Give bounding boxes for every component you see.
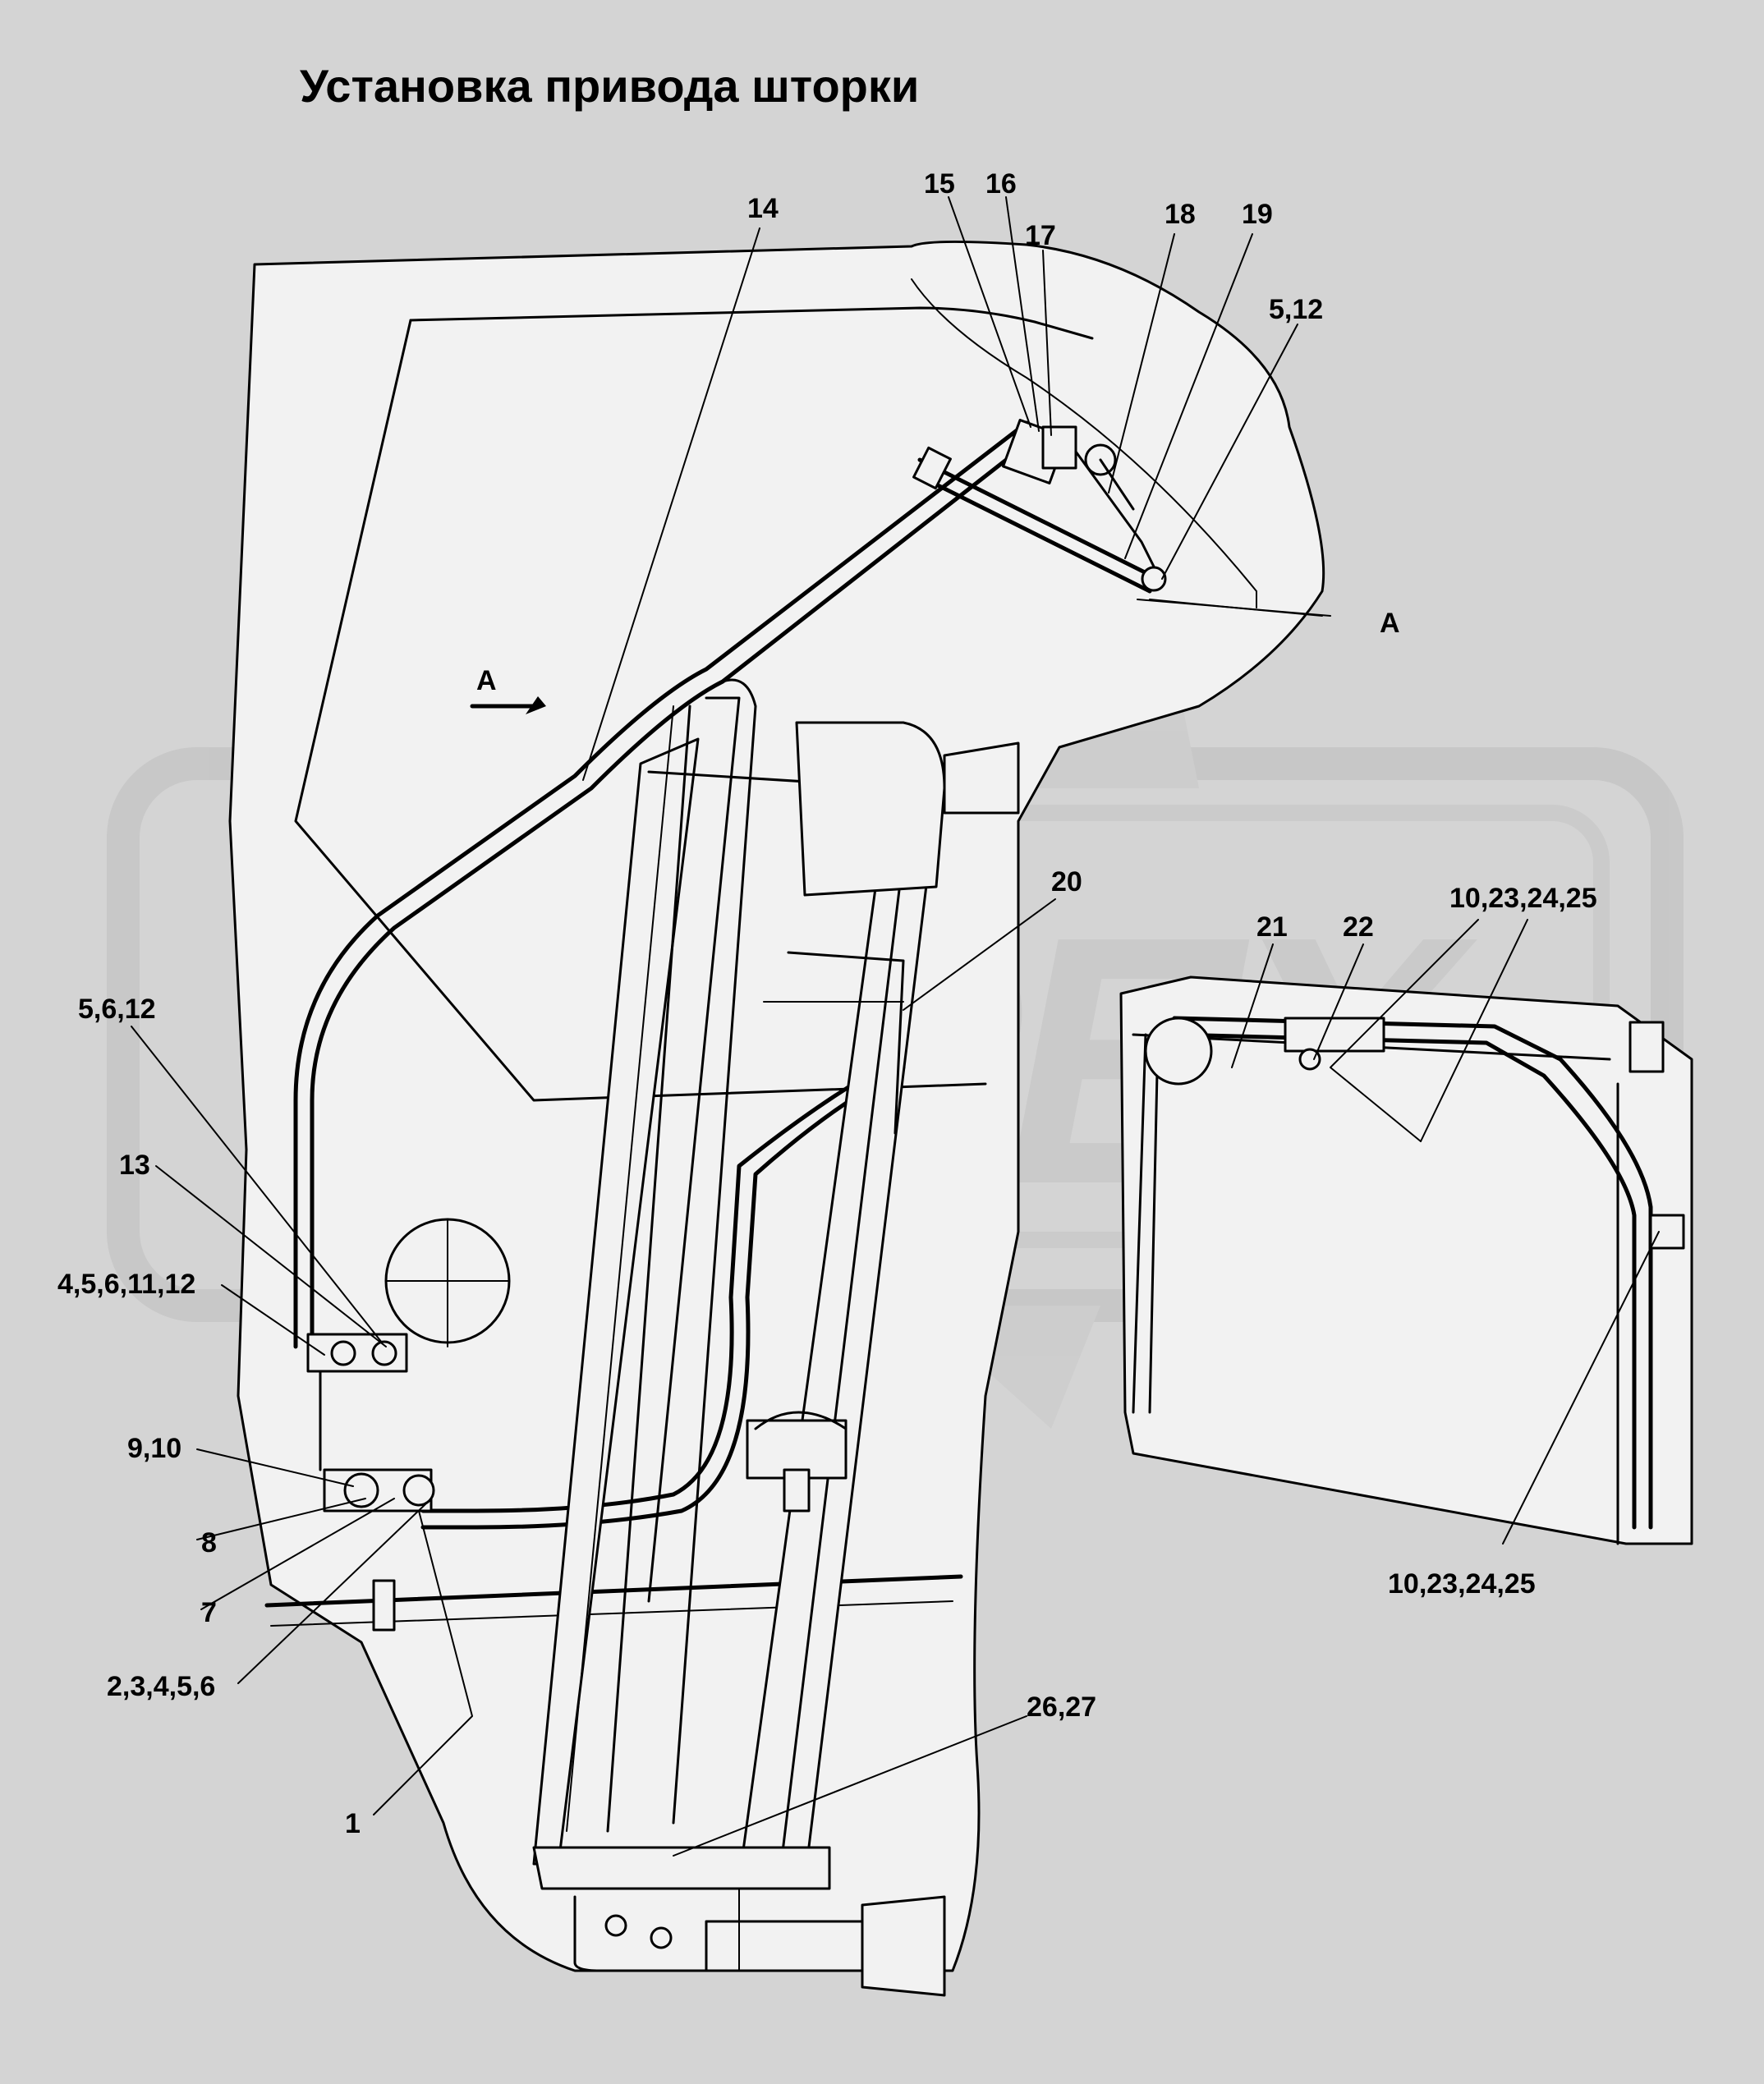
callout-1: 1 [345, 1808, 361, 1839]
callout-7: 7 [201, 1597, 217, 1628]
leader-lines [131, 196, 1660, 1857]
diagram-title: Установка привода шторки [300, 60, 919, 112]
callout-19: 19 [1242, 199, 1273, 230]
callout-15: 15 [924, 168, 955, 200]
callout-10-23-24-25-top: 10,23,24,25 [1449, 883, 1597, 914]
callout-10-23-24-25-bottom: 10,23,24,25 [1388, 1568, 1536, 1600]
view-arrow-label: А [476, 665, 497, 696]
callout-16: 16 [985, 168, 1017, 200]
callout-21: 21 [1256, 911, 1288, 943]
callout-20: 20 [1051, 866, 1082, 897]
section-label: А [1380, 608, 1400, 639]
callout-8: 8 [201, 1527, 217, 1558]
upper-mechanism [912, 419, 1331, 617]
callout-5-12: 5,12 [1269, 294, 1323, 325]
callout-18: 18 [1165, 199, 1196, 230]
callout-26-27: 26,27 [1027, 1692, 1096, 1723]
round-hatch [384, 1218, 511, 1347]
callout-22: 22 [1343, 911, 1374, 943]
callout-13: 13 [119, 1150, 150, 1181]
section-view-a [1119, 975, 1693, 1545]
lower-left-mechanism [306, 1333, 435, 1632]
callout-labels: 14 15 16 17 18 19 5,12 20 21 22 10,23,24… [57, 168, 1597, 1839]
view-arrow [470, 696, 546, 714]
radiator-frame [532, 678, 1020, 1997]
callout-9-10: 9,10 [127, 1433, 181, 1464]
callout-5-6-12: 5,6,12 [78, 994, 156, 1025]
callout-14: 14 [747, 193, 779, 224]
callout-4-5-6-11-12: 4,5,6,11,12 [57, 1269, 195, 1300]
callout-2-3-4-5-6: 2,3,4,5,6 [107, 1671, 215, 1702]
callout-17: 17 [1025, 220, 1056, 251]
